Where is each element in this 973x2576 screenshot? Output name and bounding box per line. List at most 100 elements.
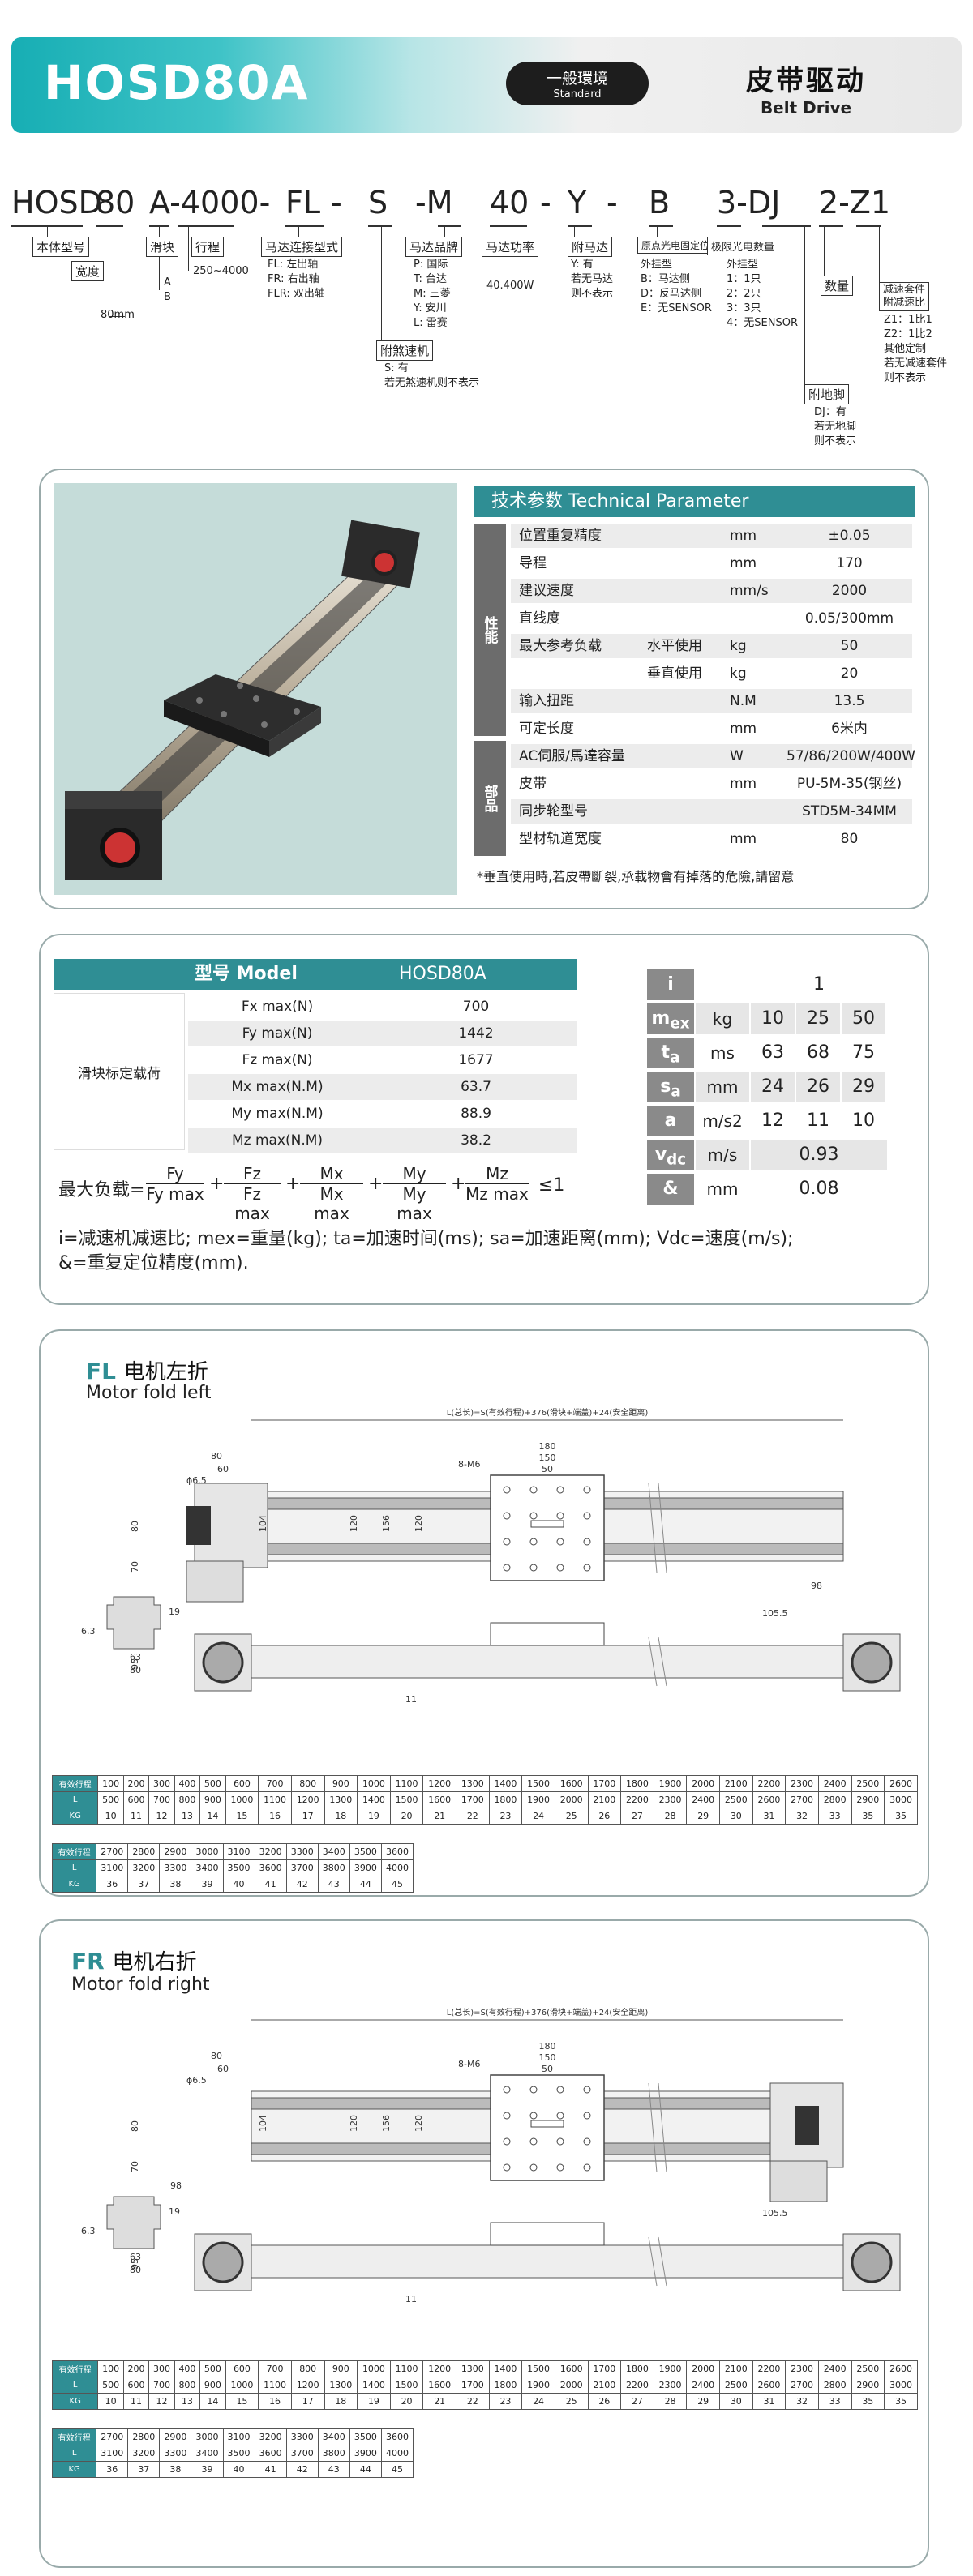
- stroke-table-cell: 1500: [389, 1791, 424, 1808]
- divider: [438, 225, 461, 227]
- stroke-table-cell: 12: [148, 1808, 175, 1825]
- stroke-table-cell: 2900: [851, 2377, 885, 2394]
- stroke-table-cell: 27: [620, 1808, 654, 1825]
- stroke-table-cell: 1000: [357, 2360, 391, 2377]
- stroke-table-cell: 17: [290, 1808, 325, 1825]
- tech-param-value: 20: [840, 665, 859, 682]
- stroke-table-cell: 31: [752, 2393, 787, 2410]
- load-row: My max(N.M)88.9: [188, 1101, 577, 1127]
- divider: [96, 225, 123, 227]
- stroke-table-cell: 2600: [884, 2360, 918, 2377]
- i-table-value: 68: [807, 1042, 829, 1063]
- stroke-table-cell: 20: [389, 1808, 424, 1825]
- dimension-label: ϕ6.5: [186, 2075, 207, 2086]
- break-mark: [648, 1637, 667, 1687]
- dimension-label: 8-M6: [458, 1459, 480, 1470]
- stroke-table-cell: 2800: [127, 2428, 161, 2445]
- stroke-table-cell: 31: [752, 1808, 787, 1825]
- parts-side-label: 部品: [474, 741, 506, 856]
- actuator-illustration: [65, 520, 420, 880]
- mount-hole: [503, 2163, 511, 2172]
- stroke-table-cell: 38: [159, 1876, 192, 1893]
- stroke-table-cell: 2000: [554, 1791, 589, 1808]
- stroke-table-cell: 3300: [285, 2428, 319, 2445]
- divider: [649, 225, 673, 227]
- dimension-label: 80: [130, 2120, 140, 2132]
- label-sensor-position: 原点光电固定位置: [637, 237, 724, 254]
- tech-param-name: 输入扭距: [519, 693, 574, 709]
- tech-param-sub: 垂直使用: [647, 665, 702, 682]
- environment-badge: 一般環境 Standard: [506, 62, 649, 105]
- stroke-table-cell: 12: [148, 2393, 175, 2410]
- label-reducer: 减速套件 附减速比: [879, 282, 930, 311]
- dimension-label: 80: [130, 1665, 141, 1675]
- code-part: 40: [490, 185, 529, 220]
- stroke-table-cell: 1500: [521, 1775, 555, 1792]
- drive-type: 皮带驱动 Belt Drive: [741, 58, 871, 118]
- code-part: -: [331, 185, 342, 220]
- mount-hole: [503, 2112, 511, 2120]
- divider: [819, 225, 843, 227]
- fr-code: FR: [71, 1948, 105, 1975]
- header-banner: HOSD80A 一般環境 Standard 皮带驱动 Belt Drive: [11, 37, 962, 133]
- stroke-table-cell: 18: [324, 1808, 358, 1825]
- stroke-table-cell: 2100: [719, 1775, 753, 1792]
- tech-param-name: 位置重复精度: [519, 528, 602, 544]
- stroke-table-cell: 3600: [380, 2428, 414, 2445]
- stroke-table-cell: 3400: [191, 1859, 224, 1876]
- tech-param-value: 0.05/300mm: [804, 610, 894, 627]
- i-table-key: vdc: [647, 1140, 694, 1170]
- stroke-table-cell: 41: [254, 2461, 287, 2478]
- dimension-label: 70: [130, 1561, 140, 1573]
- load-name: Fy max(N): [242, 1025, 313, 1042]
- stroke-table-cell: 1400: [357, 2377, 391, 2394]
- stroke-table-cell: 2500: [851, 2360, 885, 2377]
- mount-hole: [556, 2137, 564, 2146]
- stroke-table-cell: 1500: [389, 2377, 424, 2394]
- i-table-value: 10: [751, 1003, 795, 1034]
- stroke-table-cell: 29: [686, 2393, 720, 2410]
- with-motor-options: Y: 有 若无马达 则不表示: [571, 259, 614, 300]
- stroke-table-cell: 33: [817, 1808, 852, 1825]
- stroke-table-cell: 2800: [127, 1843, 161, 1860]
- stroke-table-cell: 39: [191, 1876, 224, 1893]
- stroke-table-cell: 2200: [752, 1775, 787, 1792]
- stroke-table-cell: 37: [127, 2461, 161, 2478]
- load-name: Mz max(N.M): [231, 1132, 324, 1149]
- label-stroke: 行程: [191, 237, 225, 257]
- mount-hole: [556, 2163, 564, 2172]
- stroke-table-cell: 13: [174, 1808, 201, 1825]
- mount-hole: [503, 1538, 511, 1546]
- stroke-table-cell: 1700: [587, 2360, 622, 2377]
- mount-hole: [529, 2163, 538, 2172]
- product-photo: [54, 483, 457, 895]
- stroke-table-cell: 3000: [884, 2377, 918, 2394]
- stroke-table-cell: 45: [380, 1876, 414, 1893]
- fl-code: FL: [86, 1358, 116, 1384]
- stroke-table-cell: 3500: [222, 2445, 255, 2462]
- divider: [762, 225, 811, 227]
- stroke-table-cell: 700: [258, 1775, 292, 1792]
- stroke-table-cell: 32: [785, 1808, 819, 1825]
- stroke-table-cell: 2700: [785, 1791, 819, 1808]
- tech-param-unit: mm: [730, 528, 757, 544]
- code-part: -: [607, 185, 618, 220]
- stroke-table-cell: 2200: [620, 2377, 654, 2394]
- stroke-table-cell: 41: [254, 1876, 287, 1893]
- model-panel: [39, 934, 929, 1305]
- numerator: My: [402, 1164, 426, 1183]
- dimension-label: 95: [130, 2258, 140, 2270]
- stroke-table-cell: 3900: [349, 1859, 382, 1876]
- stroke-table-cell: 1800: [620, 1775, 654, 1792]
- stroke-table-cell: 2100: [587, 2377, 622, 2394]
- i-table-value: 1: [813, 974, 825, 995]
- dimension-label: 80: [211, 1451, 222, 1461]
- divider: [490, 225, 527, 227]
